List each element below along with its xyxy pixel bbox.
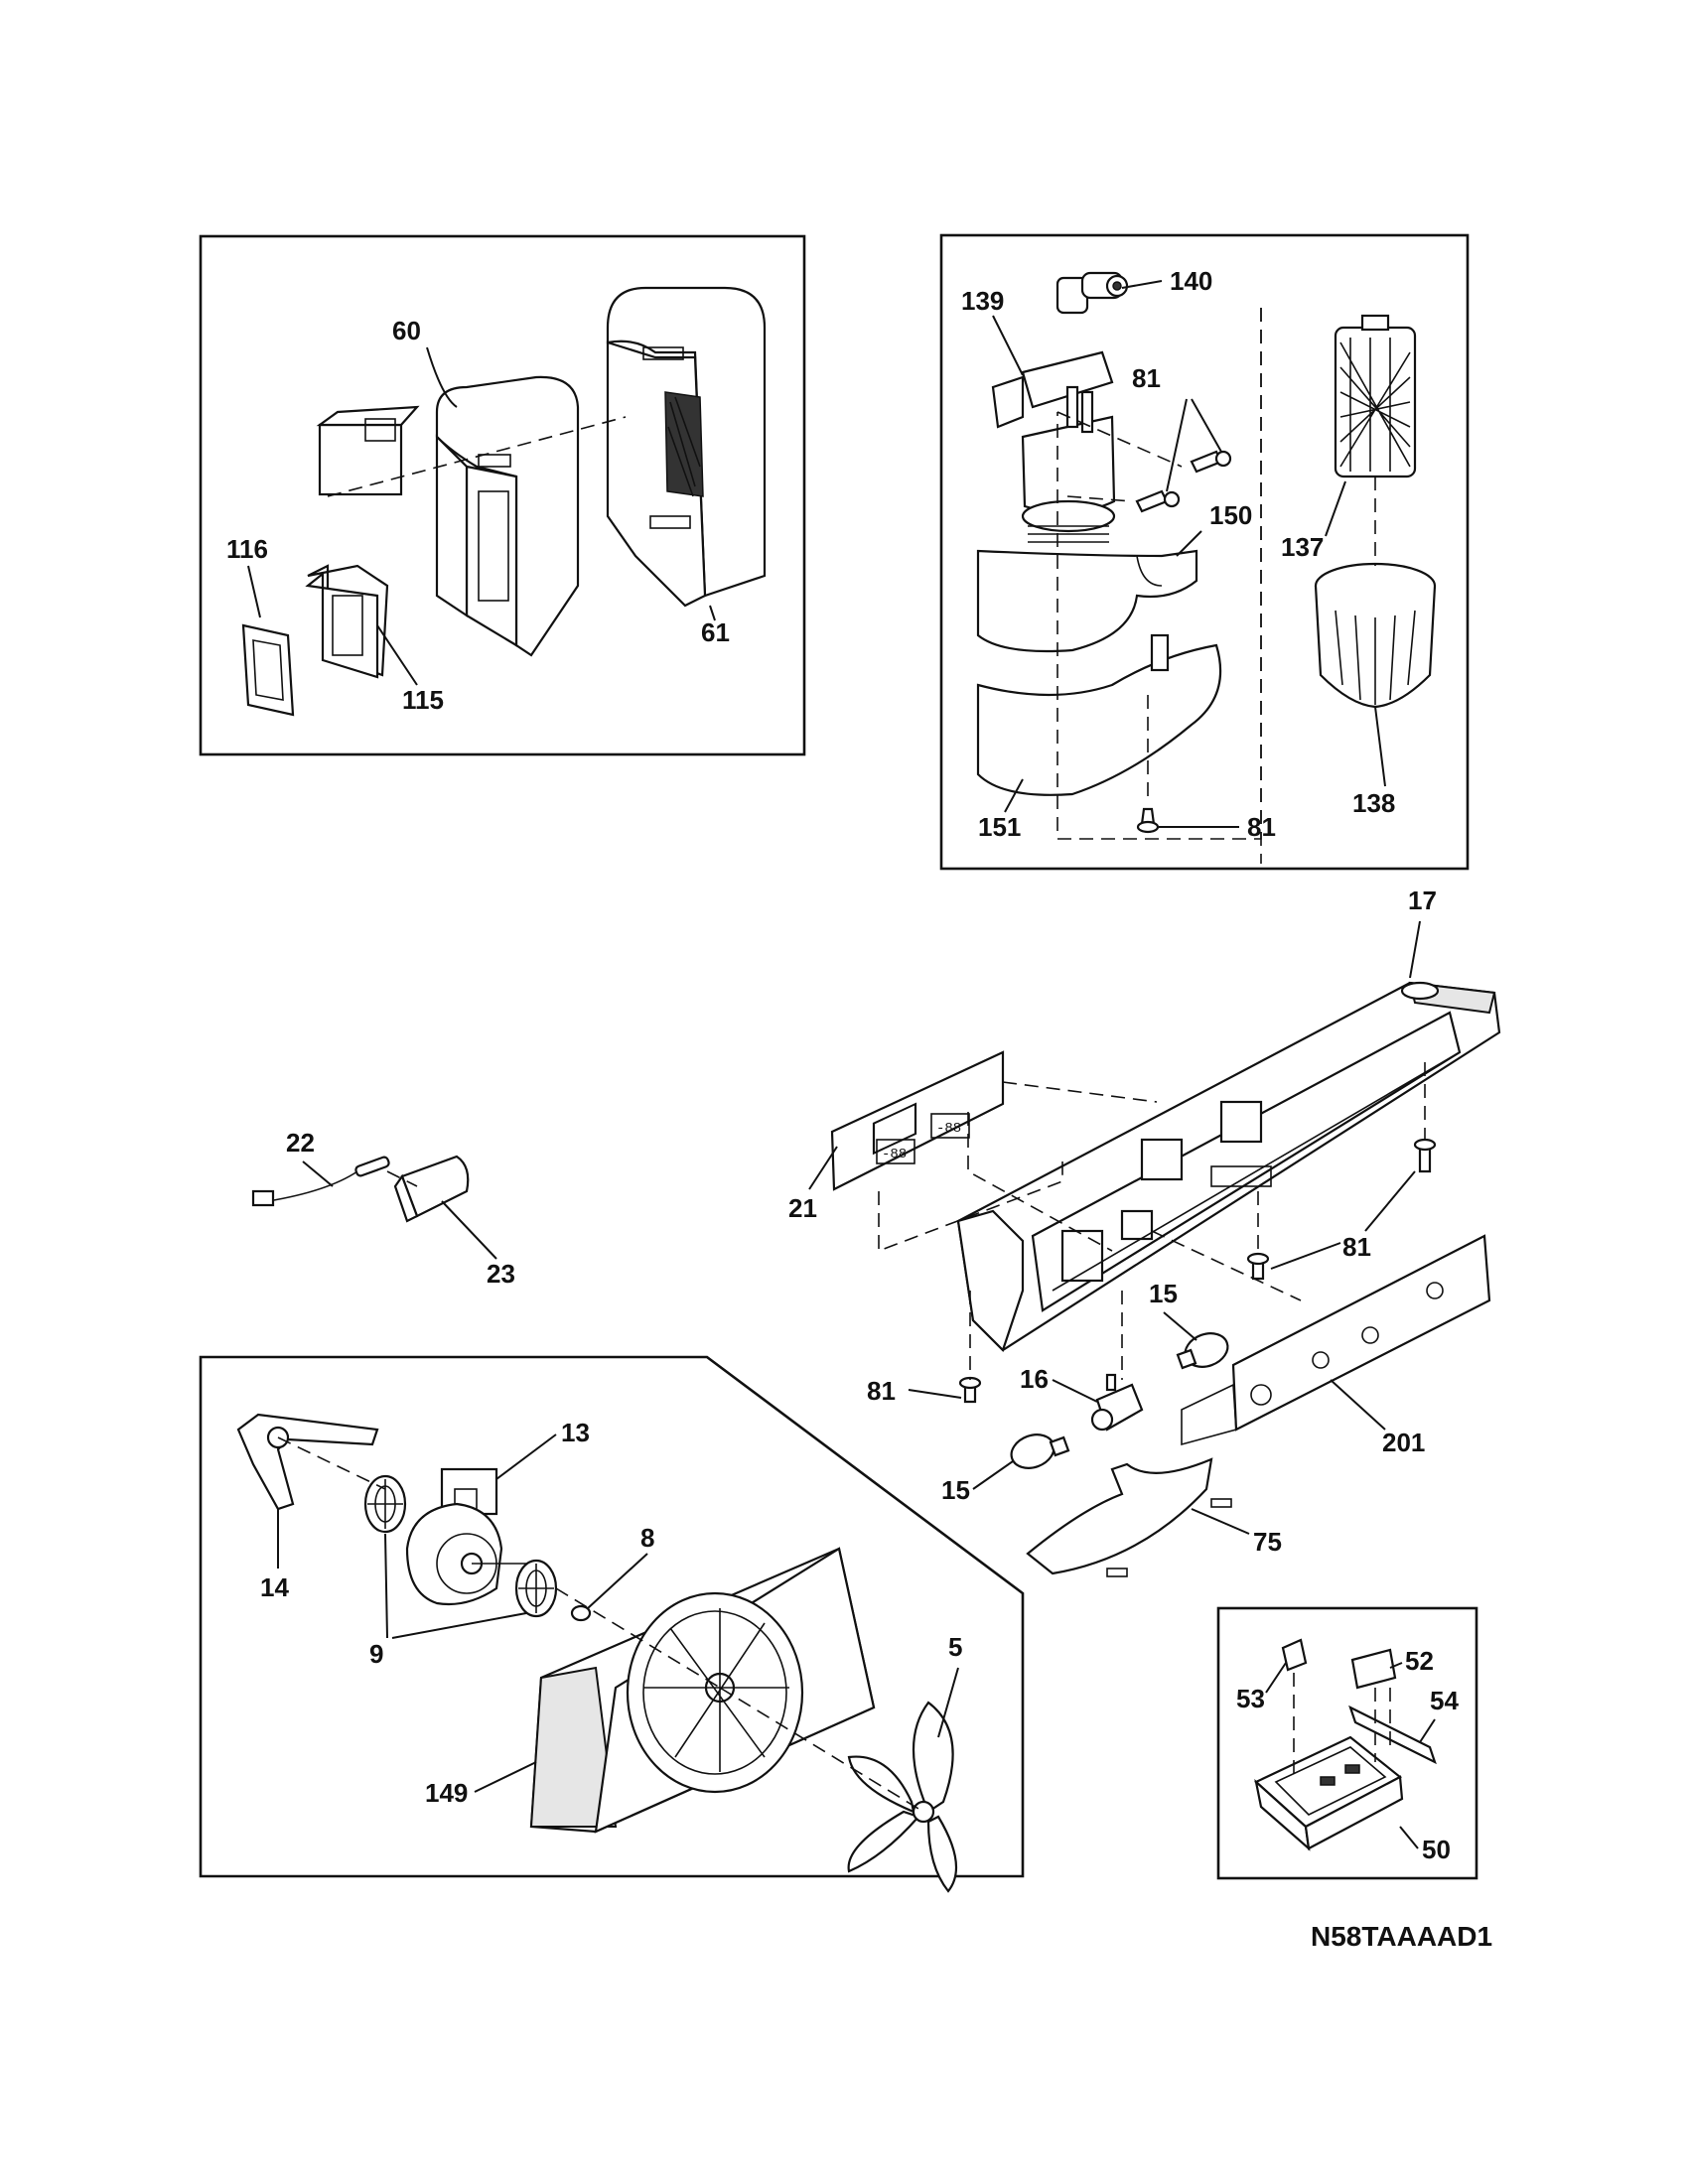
label-151: 151 <box>978 812 1021 842</box>
part-75-lower-cover <box>1026 1457 1232 1577</box>
label-15-lower: 15 <box>941 1475 970 1505</box>
fan-box-frame <box>199 1355 1025 1878</box>
label-15-upper: 15 <box>1149 1279 1178 1308</box>
control-housing-assembly: -88 -88 <box>788 886 1501 1577</box>
part-50-control-tray <box>1254 1735 1404 1851</box>
label-81-upper: 81 <box>1132 363 1161 393</box>
part-23-thermistor-cover <box>393 1155 470 1223</box>
thermistor-assembly: 22 23 <box>251 1128 515 1289</box>
housing-alignment-line <box>327 416 627 497</box>
part-115-dispenser-module <box>305 405 420 679</box>
control-box-frame <box>1216 1606 1478 1880</box>
label-5: 5 <box>948 1632 962 1662</box>
label-138: 138 <box>1352 788 1395 818</box>
label-13: 13 <box>561 1418 590 1447</box>
label-60: 60 <box>392 316 421 345</box>
part-15-bulb-upper <box>1176 1332 1229 1370</box>
part-60-inner-housing <box>435 375 580 657</box>
label-201: 201 <box>1382 1428 1425 1457</box>
part-116-gasket <box>241 623 295 717</box>
part-13-fan-motor <box>405 1467 536 1606</box>
housing-box-frame <box>199 234 806 756</box>
part-53-clip <box>1281 1638 1308 1672</box>
svg-text:-88: -88 <box>936 1121 961 1137</box>
label-22: 22 <box>286 1128 315 1158</box>
part-22-thermistor <box>251 1156 390 1207</box>
part-15-bulb-lower <box>1010 1433 1070 1469</box>
part-150-filter-cover-upper <box>976 549 1198 653</box>
part-137-filter-cartridge <box>1334 314 1417 478</box>
part-81-screw-lower <box>1136 807 1160 834</box>
label-23: 23 <box>487 1259 515 1289</box>
part-9-grommet-right <box>514 1559 558 1618</box>
label-75: 75 <box>1253 1527 1282 1557</box>
part-5-fan-blade <box>847 1701 958 1893</box>
label-17: 17 <box>1408 886 1437 915</box>
label-50: 50 <box>1422 1835 1451 1864</box>
part-61-outer-housing <box>606 286 767 608</box>
label-81-right: 81 <box>1342 1232 1371 1262</box>
label-61: 61 <box>701 617 730 647</box>
part-149-fan-shroud <box>529 1547 876 1834</box>
label-150: 150 <box>1209 500 1252 530</box>
housing-assembly-box: 60 61 115 116 <box>199 234 806 756</box>
part-52-bracket <box>1350 1648 1397 1690</box>
part-138-filter-bowl <box>1314 562 1437 709</box>
part-17-dispenser-housing <box>956 981 1501 1353</box>
label-14: 14 <box>260 1572 289 1602</box>
label-21: 21 <box>788 1193 817 1223</box>
filter-box-frame <box>939 233 1470 871</box>
label-9: 9 <box>369 1639 383 1669</box>
part-81-screws-upper <box>1135 450 1232 513</box>
label-53: 53 <box>1236 1684 1265 1713</box>
part-9-grommet-left <box>363 1474 407 1534</box>
part-16-lamp-socket <box>1090 1373 1144 1432</box>
label-81-lower: 81 <box>1247 812 1276 842</box>
label-81-left: 81 <box>867 1376 896 1406</box>
label-137: 137 <box>1281 532 1324 562</box>
control-box-assembly: 52 53 54 50 <box>1216 1606 1478 1880</box>
label-149: 149 <box>425 1778 468 1808</box>
part-14-motor-bracket <box>236 1413 379 1511</box>
label-52: 52 <box>1405 1646 1434 1676</box>
diagram-code: N58TAAAAD1 <box>1311 1921 1492 1952</box>
label-54: 54 <box>1430 1686 1459 1715</box>
part-139-filter-head <box>991 350 1116 543</box>
label-139: 139 <box>961 286 1004 316</box>
label-115: 115 <box>402 685 444 715</box>
svg-text:-88: -88 <box>882 1147 907 1162</box>
label-8: 8 <box>640 1523 654 1553</box>
part-8-washer <box>570 1604 592 1622</box>
part-151-filter-cover-lower <box>976 633 1222 796</box>
part-140-elbow-fitting <box>1055 271 1129 315</box>
label-16: 16 <box>1020 1364 1049 1394</box>
part-81-housing-screws <box>958 1138 1437 1404</box>
label-116: 116 <box>226 534 268 564</box>
fan-assembly-box: 13 14 8 9 5 149 <box>199 1355 1025 1893</box>
part-21-control-board: -88 -88 <box>830 1050 1005 1191</box>
water-filter-assembly-box: 140 139 81 150 137 138 151 81 <box>939 233 1470 871</box>
part-54-rail <box>1348 1705 1437 1765</box>
label-140: 140 <box>1170 266 1212 296</box>
part-201-control-overlay <box>1181 1234 1491 1446</box>
